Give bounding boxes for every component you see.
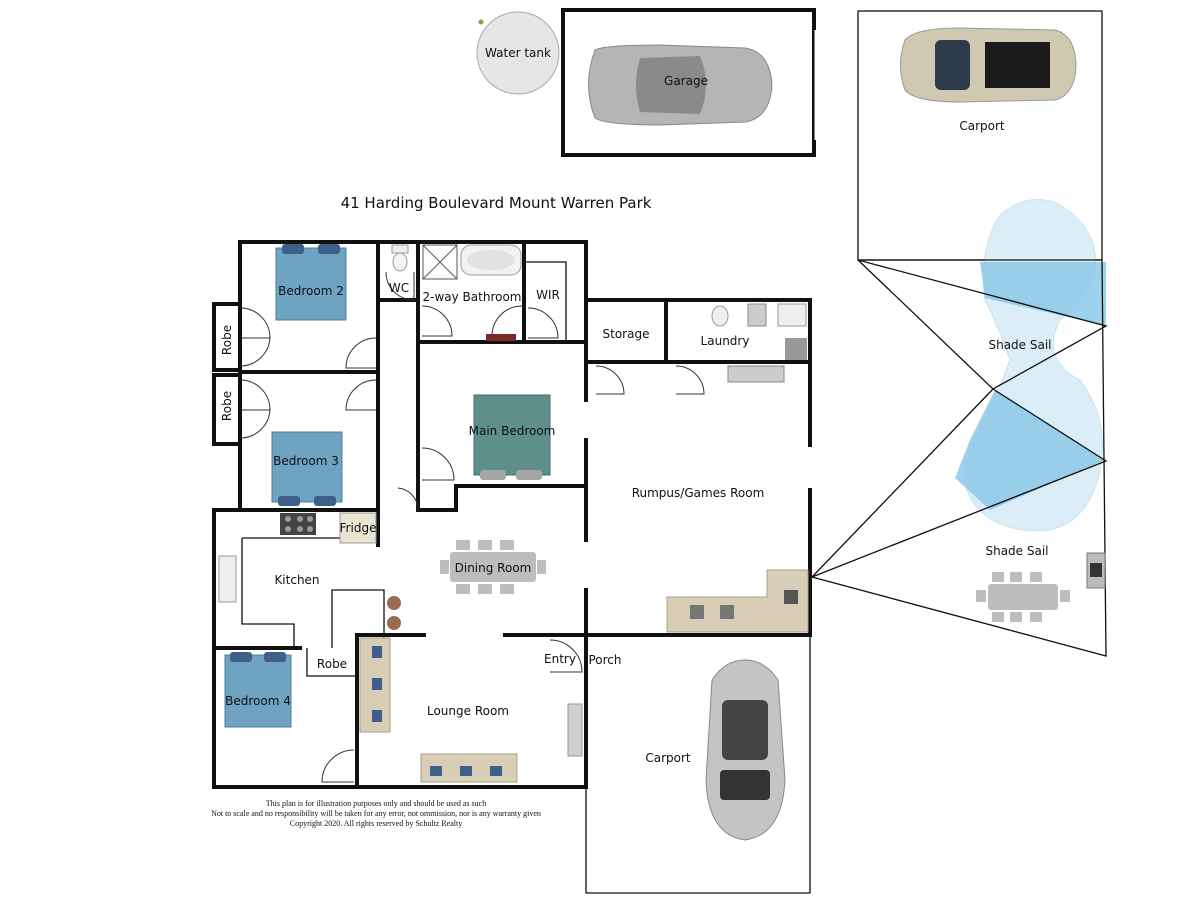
pool-area	[955, 198, 1106, 532]
bedroom-3-bed	[271, 431, 343, 506]
stool-2	[387, 616, 401, 630]
wir-label: WIR	[536, 288, 560, 302]
shade-sail-2-label: Shade Sail	[985, 544, 1048, 558]
main-bedroom-label: Main Bedroom	[469, 424, 556, 438]
rumpus-label: Rumpus/Games Room	[632, 486, 765, 500]
bedroom-2-bed	[275, 244, 347, 321]
fridge-label: Fridge	[340, 521, 377, 535]
garage-car	[588, 44, 773, 126]
furniture	[218, 244, 809, 841]
disclaimer-line-2: Not to scale and no responsibility will …	[211, 809, 541, 818]
carport-bottom-label: Carport	[645, 751, 691, 765]
carport-top-car	[900, 27, 1077, 103]
shower	[422, 244, 458, 280]
disclaimer-line-3: Copyright 2020. All rights reserved by S…	[290, 819, 462, 828]
bedroom-3-label: Bedroom 3	[273, 454, 339, 468]
carport-bottom-car	[705, 659, 786, 841]
water-tank: Water tank	[476, 11, 560, 95]
bedroom-4-bed	[224, 652, 292, 728]
outdoor-table	[976, 572, 1070, 622]
bbq-icon	[1086, 552, 1106, 589]
storage-label: Storage	[603, 327, 650, 341]
door-swings	[241, 271, 705, 783]
rumpus-sofa	[666, 569, 809, 633]
stool-1	[387, 596, 401, 610]
cooktop	[280, 513, 316, 535]
lounge-sofa-bottom	[420, 753, 518, 783]
dining-table	[440, 540, 546, 594]
tv-unit	[567, 703, 583, 757]
carport-top-label: Carport	[959, 119, 1005, 133]
laundry-label: Laundry	[701, 334, 750, 348]
room-labels: Bedroom 2 WC 2-way Bathroom WIR Robe Rob…	[220, 281, 764, 765]
wc-toilet	[391, 244, 409, 272]
bedroom-4-label: Bedroom 4	[225, 694, 291, 708]
porch-label: Porch	[588, 653, 621, 667]
disclaimer-line-1: This plan is for illustration purposes o…	[266, 799, 486, 808]
bathtub	[460, 244, 522, 276]
main-bedroom-bed	[473, 394, 551, 480]
shade-sails: Shade Sail Shade Sail	[811, 259, 1108, 657]
address-title: 41 Harding Boulevard Mount Warren Park	[341, 194, 652, 212]
bedroom-2-label: Bedroom 2	[278, 284, 344, 298]
disclaimer: This plan is for illustration purposes o…	[211, 799, 541, 828]
kitchen-label: Kitchen	[274, 573, 319, 587]
robe-2-label: Robe	[220, 391, 234, 421]
water-tank-label: Water tank	[485, 46, 551, 60]
lounge-sofa-left	[359, 637, 391, 733]
interior-lines	[241, 261, 811, 894]
robe-3-label: Robe	[317, 657, 347, 671]
laundry-fixtures	[711, 303, 807, 383]
entry-label: Entry	[544, 652, 576, 666]
bathroom-label: 2-way Bathroom	[423, 290, 522, 304]
robe-1-label: Robe	[220, 325, 234, 355]
vanity	[486, 334, 516, 341]
shade-sail-1-label: Shade Sail	[988, 338, 1051, 352]
garage: Garage	[561, 8, 818, 157]
wc-label: WC	[389, 281, 409, 295]
garage-label: Garage	[664, 74, 708, 88]
dining-label: Dining Room	[455, 561, 532, 575]
fridge	[339, 512, 377, 544]
lounge-label: Lounge Room	[427, 704, 509, 718]
kitchen-sink	[218, 555, 237, 603]
